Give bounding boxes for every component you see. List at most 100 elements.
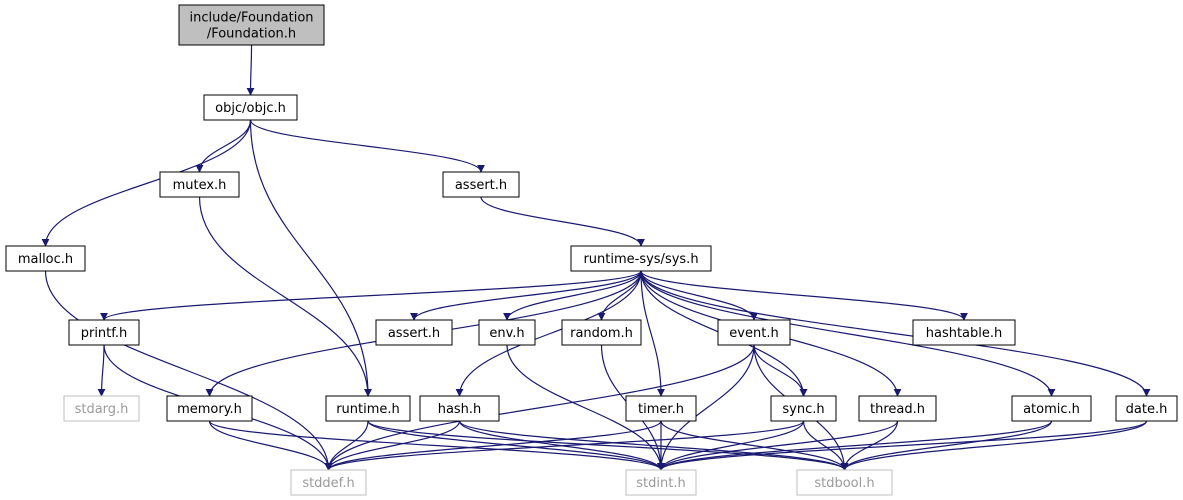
node-label: runtime-sys/sys.h [583, 252, 698, 267]
node-label: runtime.h [336, 402, 400, 417]
nodes-layer: include/Foundation/Foundation.h objc/objc… [5, 4, 1178, 496]
node-box [625, 469, 697, 496]
node-box [442, 171, 520, 198]
node-box [166, 395, 253, 422]
node-label: memory.h [177, 402, 242, 417]
node-label: mutex.h [173, 178, 227, 193]
edge-objc-to-runtime [249, 119, 372, 397]
node-box [570, 245, 712, 272]
edge-hash-to-stddef [324, 420, 461, 471]
node-event[interactable]: event.h [717, 319, 791, 346]
node-foundation[interactable]: include/Foundation/Foundation.h [178, 4, 325, 46]
edge-printf-to-stdarg [97, 344, 106, 397]
node-hashtable[interactable]: hashtable.h [912, 319, 1016, 346]
edge-malloc-to-stddef [44, 270, 333, 471]
edge-event-to-sync [753, 344, 808, 397]
node-label: stdarg.h [75, 402, 129, 417]
edge-date-to-stdbool [840, 420, 1148, 471]
node-box [1011, 395, 1092, 422]
node-box [203, 94, 298, 121]
node-label: date.h [1126, 402, 1168, 417]
node-box [858, 395, 937, 422]
node-box [625, 395, 697, 422]
node-date[interactable]: date.h [1115, 395, 1178, 422]
node-memory[interactable]: memory.h [166, 395, 253, 422]
node-box [375, 319, 453, 346]
node-assert1[interactable]: assert.h [442, 171, 520, 198]
edge-event-to-stdint [657, 344, 755, 471]
node-box [290, 469, 367, 496]
node-box [770, 395, 837, 422]
node-atomic[interactable]: atomic.h [1011, 395, 1092, 422]
node-box [419, 395, 500, 422]
edge-assert1-to-sys [480, 196, 645, 247]
node-stdbool: stdbool.h [796, 469, 893, 496]
node-sys[interactable]: runtime-sys/sys.h [570, 245, 712, 272]
edge-objc-to-malloc [41, 119, 252, 247]
node-label: objc/objc.h [215, 101, 286, 116]
node-stdint: stdint.h [625, 469, 697, 496]
edge-sys-to-env [503, 270, 642, 321]
node-box [478, 319, 536, 346]
node-label: sync.h [782, 402, 824, 417]
node-box [325, 395, 411, 422]
node-label: thread.h [870, 402, 925, 417]
node-box [1115, 395, 1178, 422]
node-label: printf.h [81, 326, 128, 341]
edge-mutex-to-runtime [198, 196, 372, 397]
edge-sys-to-hash [455, 270, 642, 397]
node-objc[interactable]: objc/objc.h [203, 94, 298, 121]
edge-timer-to-stdbool [660, 420, 849, 471]
node-box [63, 395, 140, 422]
edge-foundation-to-objc [246, 44, 255, 96]
edge-event-to-stddef [324, 344, 755, 471]
node-box [178, 4, 325, 46]
edge-hash-to-stdbool [458, 420, 849, 471]
edge-sys-to-printf [100, 270, 642, 321]
node-box [796, 469, 893, 496]
node-thread[interactable]: thread.h [858, 395, 937, 422]
node-sync[interactable]: sync.h [770, 395, 837, 422]
node-label: env.h [489, 326, 524, 341]
edge-objc-to-mutex [195, 119, 252, 173]
node-runtime[interactable]: runtime.h [325, 395, 411, 422]
edge-atomic-to-stdbool [840, 420, 1053, 471]
edges-layer [41, 44, 1151, 471]
node-label: event.h [729, 326, 778, 341]
node-printf[interactable]: printf.h [68, 319, 140, 346]
edge-sys-to-hashtable [640, 270, 968, 321]
node-stddef: stddef.h [290, 469, 367, 496]
edge-runtime-to-stdbool [367, 420, 849, 471]
node-mutex[interactable]: mutex.h [159, 171, 240, 198]
edge-runtime-to-stdint [367, 420, 665, 471]
node-box [561, 319, 642, 346]
node-box [912, 319, 1016, 346]
edge-sys-to-atomic [640, 270, 1056, 397]
node-label: hash.h [438, 402, 482, 417]
node-label: hashtable.h [926, 326, 1003, 341]
node-box [5, 245, 86, 272]
edge-memory-to-stdint [208, 420, 665, 471]
node-box [68, 319, 140, 346]
edge-atomic-to-stdint [657, 420, 1053, 471]
edge-timer-to-stddef [324, 420, 662, 471]
node-assert2[interactable]: assert.h [375, 319, 453, 346]
node-label: random.h [570, 326, 633, 341]
node-label: malloc.h [18, 252, 73, 267]
node-random[interactable]: random.h [561, 319, 642, 346]
edge-sys-to-timer [640, 270, 665, 397]
node-label: stddef.h [302, 476, 354, 491]
edge-date-to-stdint [657, 420, 1148, 471]
node-box [717, 319, 791, 346]
node-box [159, 171, 240, 198]
edge-sys-to-assert2 [410, 270, 642, 321]
edge-sys-to-event [640, 270, 758, 321]
node-env[interactable]: env.h [478, 319, 536, 346]
node-hash[interactable]: hash.h [419, 395, 500, 422]
node-label: assert.h [455, 178, 507, 193]
edge-thread-to-stdint [657, 420, 899, 471]
node-timer[interactable]: timer.h [625, 395, 697, 422]
node-malloc[interactable]: malloc.h [5, 245, 86, 272]
node-label: stdbool.h [814, 476, 874, 491]
